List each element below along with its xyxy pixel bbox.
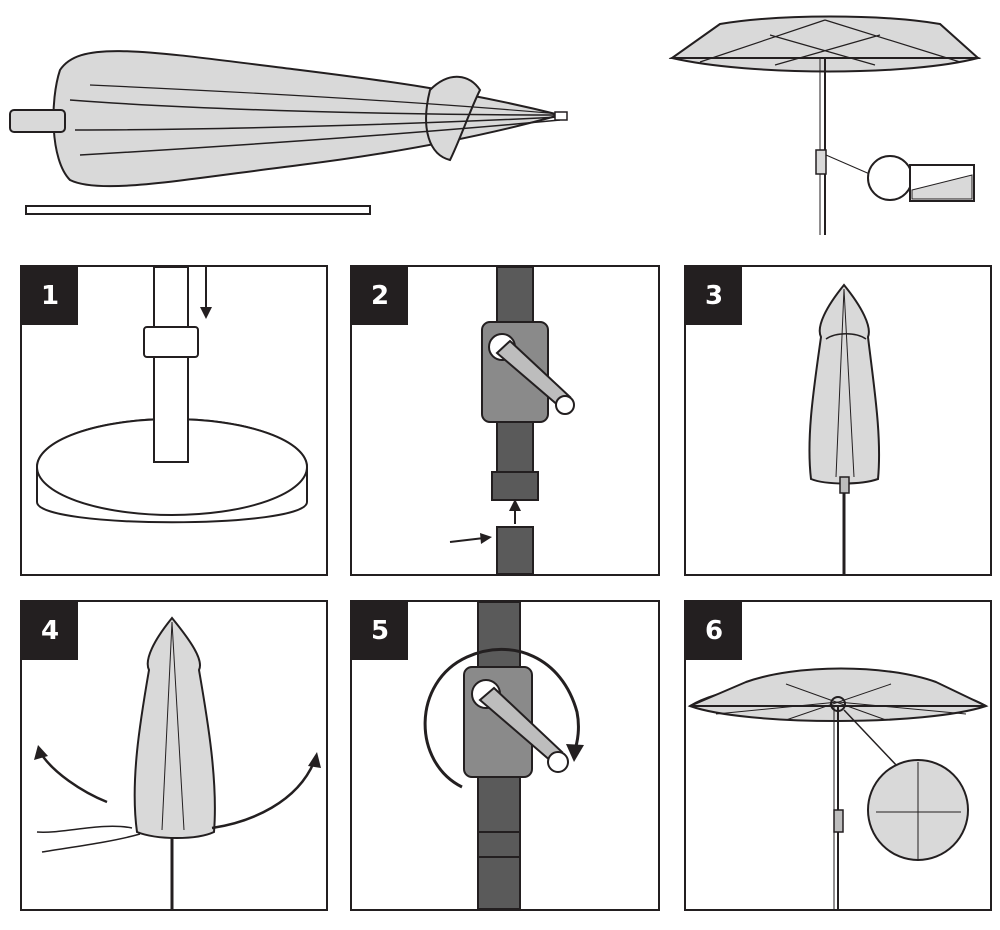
opened-umbrella-illustration [687, 667, 989, 909]
up-arrow-icon [509, 499, 521, 511]
clockwise-arrow-icon [566, 744, 584, 762]
step-number: 4 [22, 602, 78, 660]
crank-open-illustration [423, 602, 584, 909]
step-3-panel: 3 [684, 265, 992, 576]
upper-pole [496, 267, 534, 328]
base-insertion-illustration [36, 267, 308, 524]
crank-housing [9, 109, 66, 133]
crank [815, 149, 827, 175]
step-number: 1 [22, 267, 78, 325]
step-6-panel: 6 [684, 600, 992, 911]
step-1-panel: 1 [20, 265, 328, 576]
step-number: 2 [352, 267, 408, 325]
collar [143, 326, 199, 358]
step-5-panel: 5 [350, 600, 660, 911]
step-number: 3 [686, 267, 742, 325]
rotate-arrow [423, 647, 580, 789]
open-umbrella-overview [668, 15, 982, 235]
right-arrow-icon [480, 533, 492, 544]
lower-pole [496, 526, 534, 574]
closed-umbrella-illustration [808, 283, 881, 574]
pole [153, 267, 189, 463]
zoom-detail-circle [867, 155, 913, 201]
folded-canopy [133, 616, 216, 839]
down-arrow-icon [200, 307, 212, 319]
release-canopy-illustration [34, 616, 321, 909]
step-number: 6 [686, 602, 742, 660]
step-4-panel: 4 [20, 600, 328, 911]
folded-canopy [52, 50, 564, 188]
folded-canopy [808, 283, 881, 485]
step-number: 5 [352, 602, 408, 660]
step-2-panel: 2 [350, 265, 660, 576]
hand [36, 825, 133, 833]
left-up-arrow-icon [34, 745, 48, 760]
folded-umbrella-overview [9, 50, 568, 215]
umbrella-pole-part [25, 205, 371, 215]
right-up-arrow-icon [308, 752, 321, 768]
pole-join-illustration [449, 267, 575, 574]
